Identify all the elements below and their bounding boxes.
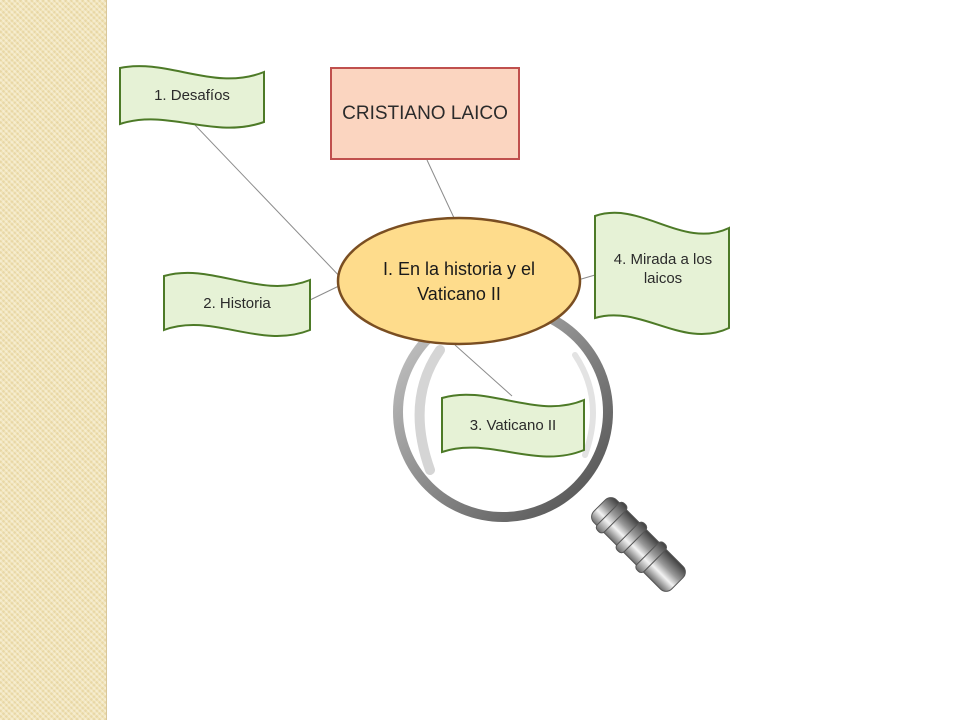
title-box-shape	[330, 67, 520, 160]
node-vaticano: 3. Vaticano II	[469, 416, 557, 434]
center-node-shape	[336, 216, 582, 346]
flag-shape-historia	[163, 271, 311, 337]
flag-shape-vaticano	[441, 393, 585, 458]
title-box: CRISTIANO LAICO	[342, 102, 508, 124]
node-mirada: 4. Mirada a los laicos	[613, 251, 713, 287]
flag-shape-mirada	[594, 211, 730, 335]
connector-vaticano	[454, 344, 513, 397]
connector-desafios	[194, 124, 346, 283]
node-historia: 2. Historia	[203, 294, 271, 312]
center-node: I. En la historia y el Vaticano II	[382, 258, 536, 304]
node-desafios: 1. Desafíos	[154, 86, 230, 104]
connector-title	[426, 159, 456, 221]
decorative-side-strip	[0, 0, 107, 720]
flag-shape-desafios	[119, 65, 265, 129]
